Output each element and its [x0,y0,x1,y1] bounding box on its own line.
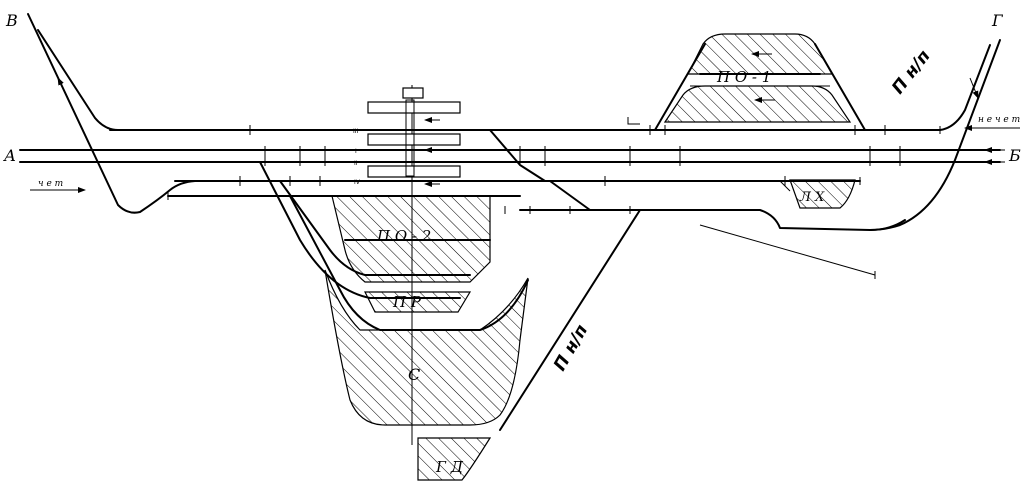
station-building [402,87,424,99]
pnp-bottom-label: П н/п [550,321,592,374]
spur-to-right [699,224,876,276]
line-branch-right [549,180,591,211]
park-pr-label: П Р [392,293,422,311]
track-number-2: II [354,160,358,167]
end-label-v: В [5,11,18,30]
direction-even: н е ч е т [978,115,1020,125]
direction-odd: ч е т [38,179,63,189]
yard-po1-lower-hatch [663,85,852,123]
po2-right-ladder [489,129,546,182]
yard-gd-hatch [417,437,492,481]
line-to-g-outer [869,39,1001,231]
end-label-a: А [3,146,16,165]
pnp-top-label: П н/п [888,46,935,98]
s-ladder [289,195,529,331]
line-to-g-inner [939,44,991,131]
po1-upper-track [654,43,706,131]
park-s-label: С [408,365,420,384]
track-number-1: I [355,148,357,155]
track-6 [519,209,906,231]
park-po1-label: П О - 1 [716,68,771,86]
arrow-v [57,77,69,99]
park-lkh-label: Л Х [799,190,825,205]
line-to-gd [499,209,641,431]
end-label-b: Б [1008,146,1021,165]
po2-ladder-2 [279,180,471,276]
line-to-v-outer [27,13,196,214]
track-number-3: III [353,128,359,135]
footbridge [405,99,415,177]
park-po2-label: П О - 2 [376,227,431,245]
arrow-g [969,77,979,99]
po1-right-track [814,43,866,131]
buffer-stop-po1 [627,117,640,125]
switch-marks [239,125,901,214]
po2-left-ladder [259,161,461,299]
line-to-v-inner [37,29,119,131]
park-gd-label: Г Д [435,458,464,476]
end-label-g: Г [991,11,1004,30]
track-number-4: IV [354,179,361,186]
